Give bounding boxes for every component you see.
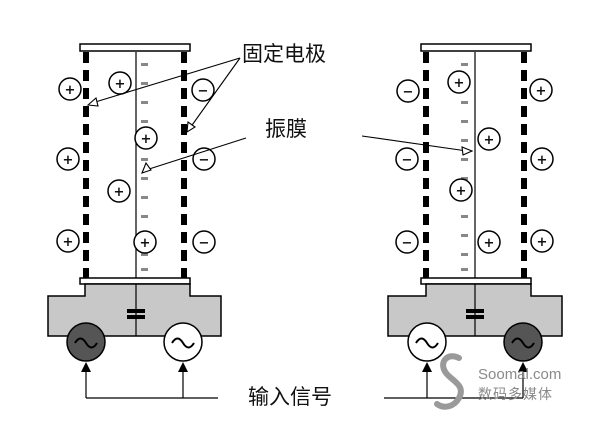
- svg-text:+: +: [484, 236, 495, 251]
- right-input-wires: [384, 369, 524, 399]
- charge-minus: −: [395, 230, 419, 254]
- svg-text:−: −: [402, 153, 413, 168]
- svg-text:−: −: [199, 236, 210, 251]
- charge-minus: −: [192, 230, 216, 254]
- svg-text:+: +: [114, 185, 125, 200]
- left-input-arrows: [81, 362, 188, 372]
- charge-plus: +: [56, 147, 80, 171]
- svg-text:+: +: [537, 235, 548, 250]
- svg-text:−: −: [199, 153, 210, 168]
- svg-text:+: +: [63, 235, 74, 250]
- left-speaker: [47, 43, 222, 399]
- charge-minus: −: [396, 79, 420, 103]
- left-charges: + + + + + + + − − −: [56, 71, 216, 254]
- charge-plus: +: [108, 71, 132, 95]
- svg-text:+: +: [140, 236, 151, 251]
- svg-text:−: −: [402, 236, 413, 251]
- left-top-cap: [79, 43, 191, 52]
- right-top-cap: [420, 43, 532, 52]
- charge-plus: +: [449, 178, 473, 202]
- svg-text:+: +: [536, 84, 547, 99]
- charge-plus: +: [529, 78, 553, 102]
- watermark-site: Soomal.com: [478, 366, 561, 383]
- svg-text:+: +: [456, 184, 467, 199]
- charge-plus: +: [477, 127, 501, 151]
- charge-minus: −: [191, 78, 215, 102]
- charge-minus: −: [395, 147, 419, 171]
- svg-text:+: +: [141, 132, 152, 147]
- charge-plus: +: [477, 230, 501, 254]
- left-input-wires: [85, 369, 218, 399]
- label-diaphragm: 振膜: [265, 117, 307, 141]
- callout-lines: [91, 57, 468, 171]
- svg-text:−: −: [198, 84, 209, 99]
- label-input-signal: 输入信号: [248, 385, 332, 409]
- left-source-active: [66, 322, 106, 362]
- charge-plus: +: [58, 77, 82, 101]
- right-bottom-cap: [420, 277, 532, 285]
- svg-text:+: +: [63, 153, 74, 168]
- charge-plus: +: [56, 229, 80, 253]
- right-source-idle: [407, 322, 447, 362]
- left-bottom-cap: [79, 277, 191, 285]
- right-capacitor-symbol: [466, 309, 484, 319]
- charge-plus: +: [134, 126, 158, 150]
- svg-text:+: +: [65, 83, 76, 98]
- svg-text:+: +: [115, 77, 126, 92]
- svg-text:+: +: [537, 153, 548, 168]
- svg-text:−: −: [403, 85, 414, 100]
- callout-arrowheads: [86, 96, 474, 174]
- right-charges: − − − + + + + + + +: [395, 70, 554, 254]
- charge-plus: +: [447, 70, 471, 94]
- right-speaker: [384, 43, 563, 399]
- watermark-tagline: 数码多媒体: [478, 386, 553, 403]
- left-capacitor-symbol: [127, 309, 145, 319]
- left-source-idle: [163, 322, 203, 362]
- right-source-active: [503, 322, 543, 362]
- charge-plus: +: [107, 179, 131, 203]
- right-diaphragm-motion-marks: [461, 63, 468, 271]
- charge-plus: +: [530, 229, 554, 253]
- svg-text:+: +: [484, 133, 495, 148]
- label-fixed-electrode: 固定电极: [242, 42, 326, 66]
- charge-plus: +: [133, 230, 157, 254]
- soomal-watermark: Soomal.com 数码多媒体: [434, 353, 561, 410]
- soomal-logo-icon: [434, 353, 464, 410]
- right-input-arrows: [422, 362, 528, 372]
- svg-text:+: +: [454, 76, 465, 91]
- charge-plus: +: [530, 147, 554, 171]
